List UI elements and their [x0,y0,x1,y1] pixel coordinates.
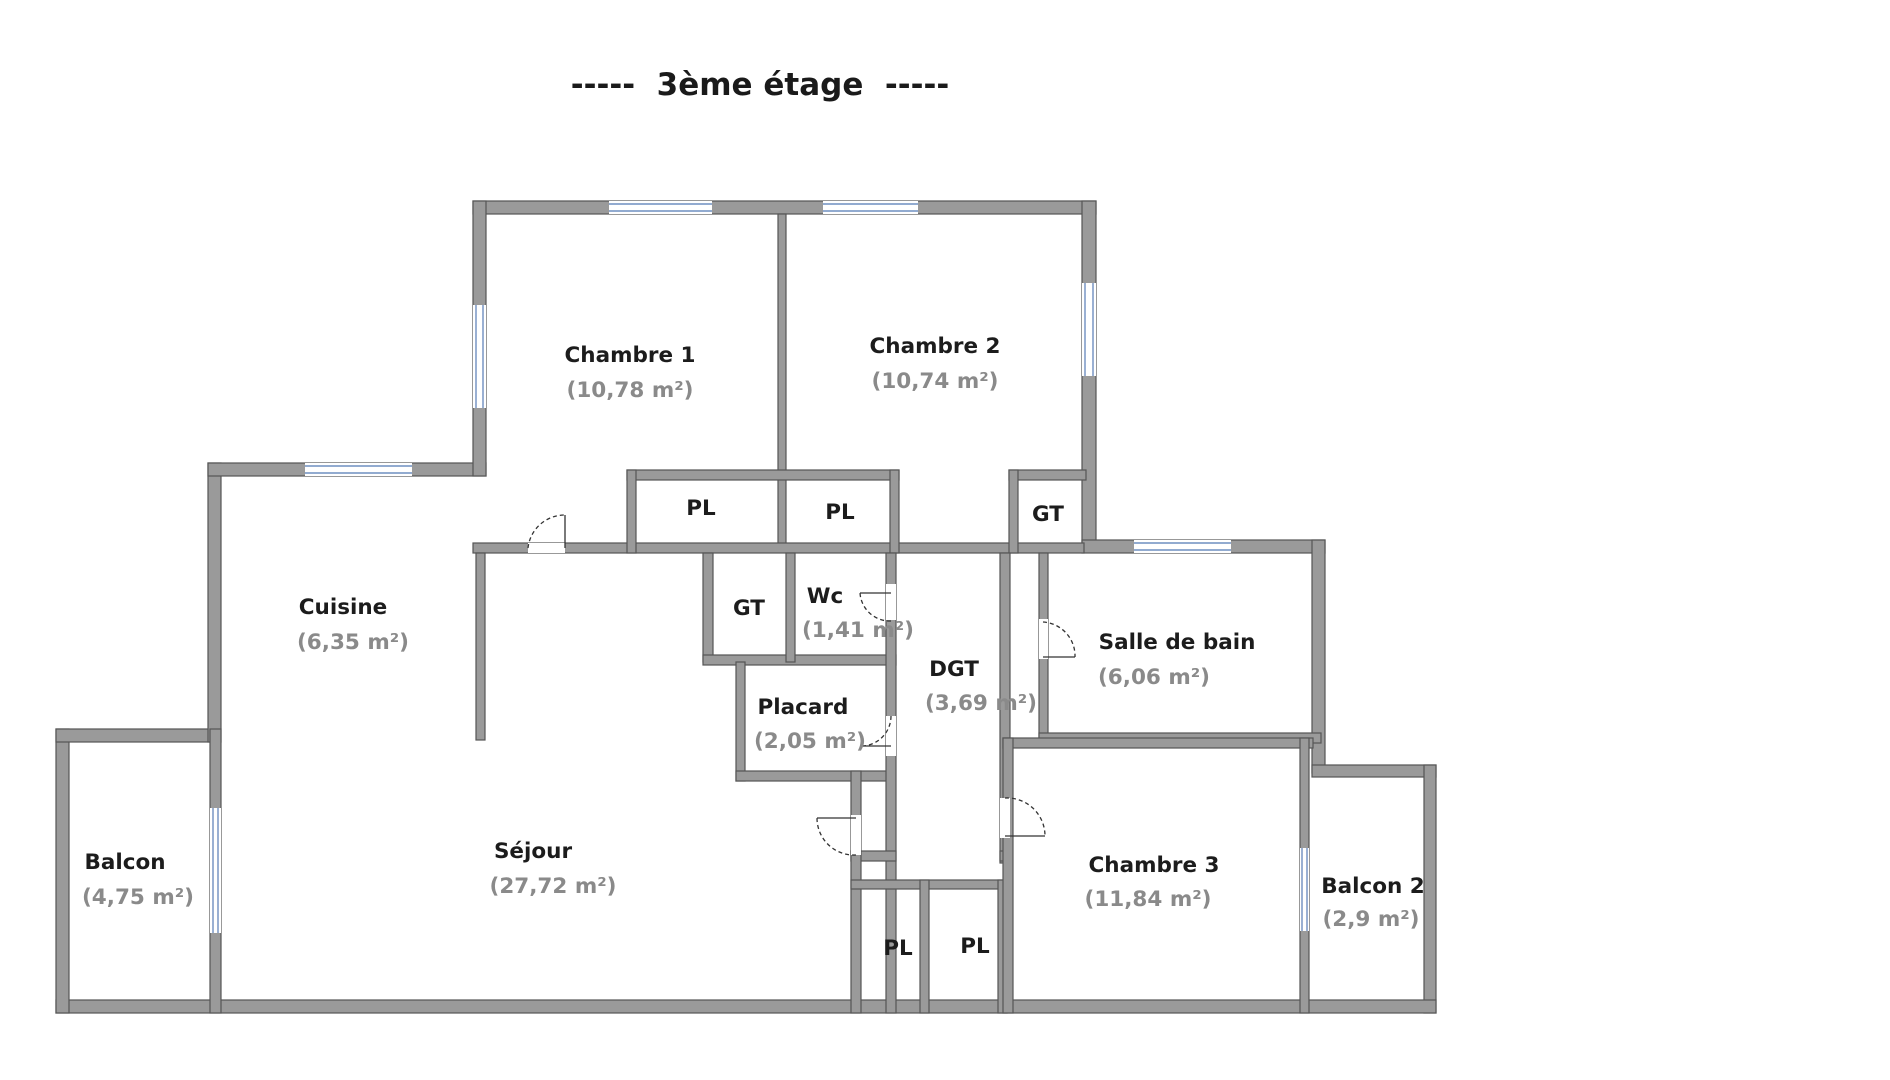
room-area: (27,72 m²) [490,874,617,899]
room-gt-1: GT [1032,502,1064,527]
room-name: DGT [929,657,979,682]
room-pl-2: PL [825,500,855,525]
window-balcon-2 [1300,848,1309,931]
room-area: (2,9 m²) [1322,907,1419,932]
room-balcon-1: Balcon (4,75 m²) [82,850,194,910]
window-chambre-2-side [1082,283,1096,376]
room-chambre-1: Chambre 1 (10,78 m²) [564,343,695,403]
room-name: PL [686,496,716,521]
room-chambre-3: Chambre 3 (11,84 m²) [1085,853,1220,912]
room-name: PL [883,936,913,961]
room-name: GT [733,596,765,621]
room-name: Balcon [84,850,165,875]
window-chambre-1 [609,201,712,214]
window-cuisine [305,463,412,476]
doors [527,514,1076,856]
room-name: Balcon 2 [1321,874,1425,899]
windows [210,201,1309,933]
room-name: Séjour [494,839,573,864]
room-pl-1: PL [686,496,716,521]
room-name: PL [960,934,990,959]
room-name: Chambre 2 [869,334,1000,359]
room-name: Cuisine [299,595,388,620]
room-area: (4,75 m²) [82,885,194,910]
room-name: Placard [758,695,849,720]
room-name: Salle de bain [1099,630,1256,655]
room-area: (10,78 m²) [567,378,694,403]
room-salle-de-bain: Salle de bain (6,06 m²) [1098,630,1255,690]
room-sejour: Séjour (27,72 m²) [490,839,617,899]
room-area: (6,06 m²) [1098,665,1210,690]
room-area: (10,74 m²) [872,369,999,394]
room-area: (11,84 m²) [1085,887,1212,912]
floor-title: ----- 3ème étage ----- [571,67,950,103]
room-name: GT [1032,502,1064,527]
room-area: (6,35 m²) [297,630,409,655]
room-labels: Chambre 1 (10,78 m²) Chambre 2 (10,74 m²… [82,334,1425,961]
room-balcon-2: Balcon 2 (2,9 m²) [1321,874,1425,932]
room-cuisine: Cuisine (6,35 m²) [297,595,409,655]
room-wc: Wc (1,41 m²) [802,584,914,643]
room-pl-3: PL [883,936,913,961]
room-name: PL [825,500,855,525]
window-balcon-1 [210,808,221,933]
room-name: Chambre 3 [1088,853,1219,878]
room-chambre-2: Chambre 2 (10,74 m²) [869,334,1000,394]
room-placard: Placard (2,05 m²) [754,695,866,754]
room-name: Wc [807,584,843,609]
room-area: (2,05 m²) [754,729,866,754]
room-area: (1,41 m²) [802,618,914,643]
window-salle-de-bain [1134,540,1231,553]
window-chambre-2 [823,201,918,214]
room-area: (3,69 m²) [925,691,1037,716]
room-pl-4: PL [960,934,990,959]
room-gt-2: GT [733,596,765,621]
room-dgt: DGT (3,69 m²) [925,657,1037,716]
room-name: Chambre 1 [564,343,695,368]
window-chambre-1-side [473,305,486,408]
